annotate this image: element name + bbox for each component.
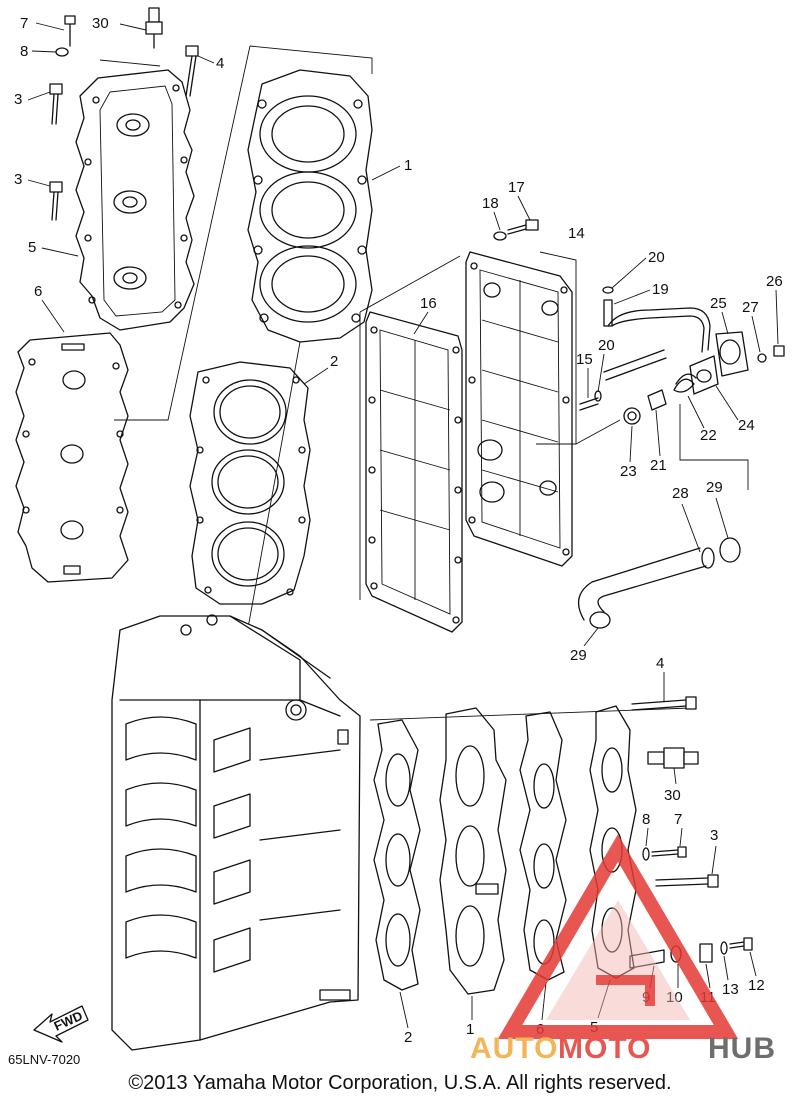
callout-20b: 20 [598, 337, 615, 354]
callout-3a: 3 [14, 91, 22, 108]
diagram-code: 65LNV-7020 [8, 1052, 80, 1067]
washer-18 [493, 231, 507, 241]
bolt-7-lower [651, 846, 687, 858]
callout-27: 27 [742, 299, 759, 316]
callout-3-lower: 3 [710, 827, 718, 844]
hose-28 [577, 547, 715, 621]
callout-16: 16 [420, 295, 437, 312]
head-gasket [189, 361, 311, 605]
bolt-3a [49, 83, 63, 125]
watermark-moto: MOTO [558, 1032, 651, 1065]
watermark-auto: AUTO [470, 1032, 558, 1065]
callout-22: 22 [700, 427, 717, 444]
bolt-17 [507, 219, 539, 235]
callout-19: 19 [652, 281, 669, 298]
callout-1: 1 [404, 157, 412, 174]
spark-plug-30 [145, 7, 163, 49]
washer-8 [55, 47, 69, 57]
callout-29a: 29 [706, 479, 723, 496]
callout-7-lower: 7 [674, 811, 682, 828]
callout-14: 14 [568, 225, 585, 242]
automotohub-watermark: AUTO MOTO HUB [470, 834, 776, 1065]
lower-cover-1 [439, 707, 507, 995]
callout-18: 18 [482, 195, 499, 212]
callout-24: 24 [738, 417, 755, 434]
callout-8-lower: 8 [642, 811, 650, 828]
callout-2-lower: 2 [404, 1029, 412, 1046]
bolt-3-lower [655, 874, 719, 888]
lower-gasket-6 [519, 711, 567, 981]
callout-6: 6 [34, 283, 42, 300]
callout-17: 17 [508, 179, 525, 196]
bolt-3b [49, 181, 63, 221]
callout-3b: 3 [14, 171, 22, 188]
callout-25: 25 [710, 295, 727, 312]
callout-7: 7 [20, 15, 28, 32]
bolt-4-lower [631, 696, 697, 711]
clamp-29 [589, 537, 741, 629]
washer-8-lower [642, 847, 650, 861]
callout-12: 12 [748, 977, 765, 994]
callout-2: 2 [330, 353, 338, 370]
callout-labels: 7 30 8 4 3 3 5 6 1 2 16 17 18 14 20 19 2… [14, 15, 783, 1046]
callout-21: 21 [650, 457, 667, 474]
callout-1-lower: 1 [466, 1021, 474, 1038]
exhaust-gasket [365, 311, 463, 633]
engine-block [111, 614, 361, 1051]
lower-gasket-2 [373, 719, 421, 991]
watermark-hub: HUB [708, 1032, 776, 1065]
copyright-notice: ©2013 Yamaha Motor Corporation, U.S.A. A… [128, 1072, 672, 1094]
callout-5: 5 [28, 239, 36, 256]
callout-20a: 20 [648, 249, 665, 266]
callout-10: 10 [666, 989, 683, 1006]
callout-13: 13 [722, 981, 739, 998]
callout-30: 30 [92, 15, 109, 32]
spark-plug-30-lower [647, 747, 699, 769]
callout-8: 8 [20, 43, 28, 60]
forward-arrow-icon: FWD [33, 1005, 89, 1043]
exhaust-cover [465, 251, 573, 567]
callout-4-lower: 4 [656, 655, 664, 672]
cylinder-head [247, 69, 373, 343]
callout-4: 4 [216, 55, 224, 72]
callout-30-lower: 30 [664, 787, 681, 804]
bolt-7 [64, 15, 76, 47]
callout-23: 23 [620, 463, 637, 480]
head-cover-assembly [15, 7, 199, 583]
bolt-4 [185, 45, 199, 97]
callout-15: 15 [576, 351, 593, 368]
callout-29b: 29 [570, 647, 587, 664]
callout-26: 26 [766, 273, 783, 290]
callout-28: 28 [672, 485, 689, 502]
thermostat-group [579, 286, 785, 425]
